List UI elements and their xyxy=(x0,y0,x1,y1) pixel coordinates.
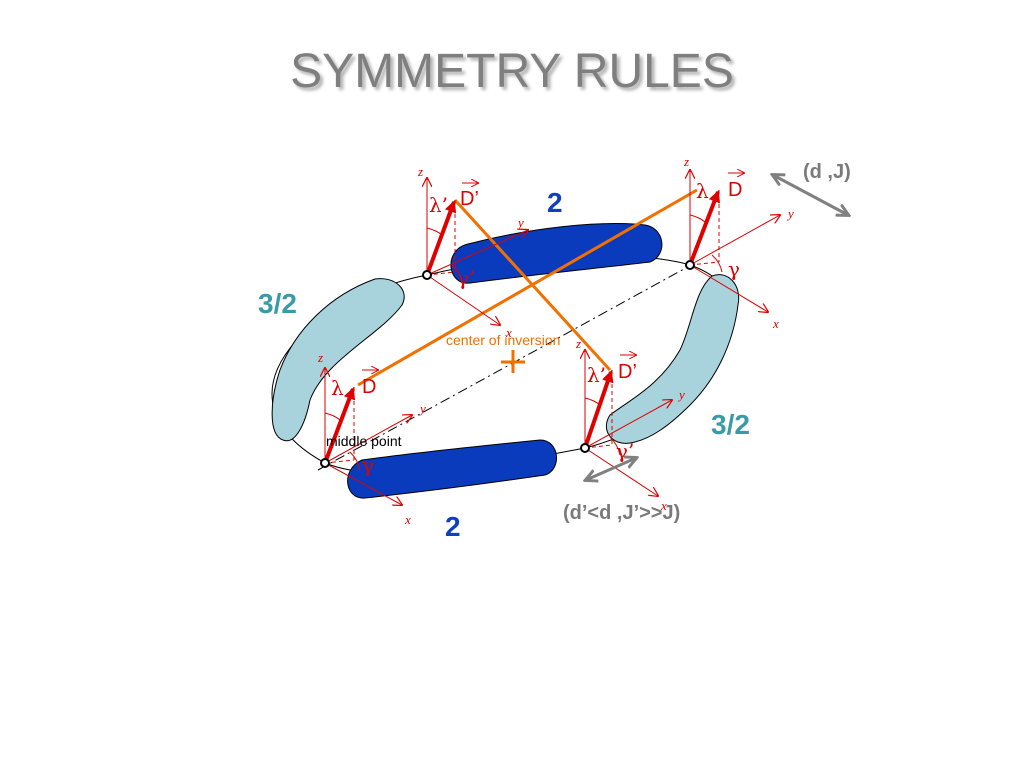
axis-y-label: y xyxy=(516,215,524,230)
gamma-label: γ xyxy=(362,453,374,477)
center-of-inversion-mark xyxy=(501,350,525,373)
axis-x-label: x xyxy=(505,325,512,340)
gamma-label: γ xyxy=(728,257,740,281)
segment-left-light xyxy=(271,278,405,442)
vector-d-label: D’ xyxy=(460,188,479,210)
axis-x-label: x xyxy=(772,316,779,331)
site-bottom-left: z y x λ D γ xyxy=(317,350,426,527)
axis-z-label: z xyxy=(417,164,423,179)
lambda-label: λ’ xyxy=(587,363,606,387)
param-label-top: (d ,J) xyxy=(803,161,851,183)
lambda-label: λ xyxy=(696,179,709,203)
segment-bottom-dark xyxy=(347,439,557,499)
orange-line-1 xyxy=(357,188,698,387)
gamma-label: γ’ xyxy=(457,266,475,290)
orange-line-2 xyxy=(453,198,612,372)
site-top-left: z y x λ’ D’ γ’ xyxy=(417,164,528,340)
axis-z-label: z xyxy=(575,336,581,351)
spin-label-bottom: 2 xyxy=(445,511,461,542)
spin-label-left: 3/2 xyxy=(258,288,297,319)
gray-double-arrow-bottom xyxy=(586,458,636,480)
axis-y-label: y xyxy=(677,387,685,402)
spin-label-top: 2 xyxy=(547,187,563,218)
center-of-inversion-label: center of inversion xyxy=(446,332,560,348)
axis-z-label: z xyxy=(317,350,323,365)
lambda-label: λ’ xyxy=(429,193,448,217)
vector-d-label: D xyxy=(728,179,742,201)
segment-right-light xyxy=(605,274,740,444)
axis-z-label: z xyxy=(683,154,689,169)
lambda-label: λ xyxy=(331,376,344,400)
axis-x-label: x xyxy=(660,498,667,513)
vector-d-label: D’ xyxy=(618,361,637,383)
spin-label-right: 3/2 xyxy=(711,409,750,440)
gray-double-arrow-top xyxy=(773,175,848,215)
axis-y-label: y xyxy=(786,206,794,221)
axis-x-label: x xyxy=(404,512,411,527)
middle-point-label: middle point xyxy=(326,433,402,449)
param-label-bottom: (d’<d ,J’>>J) xyxy=(563,502,680,524)
segment-top-dark xyxy=(450,223,663,284)
vector-d-label: D xyxy=(362,376,376,398)
axis-y-label: y xyxy=(418,401,426,416)
page-title: SYMMETRY RULES xyxy=(290,45,734,98)
